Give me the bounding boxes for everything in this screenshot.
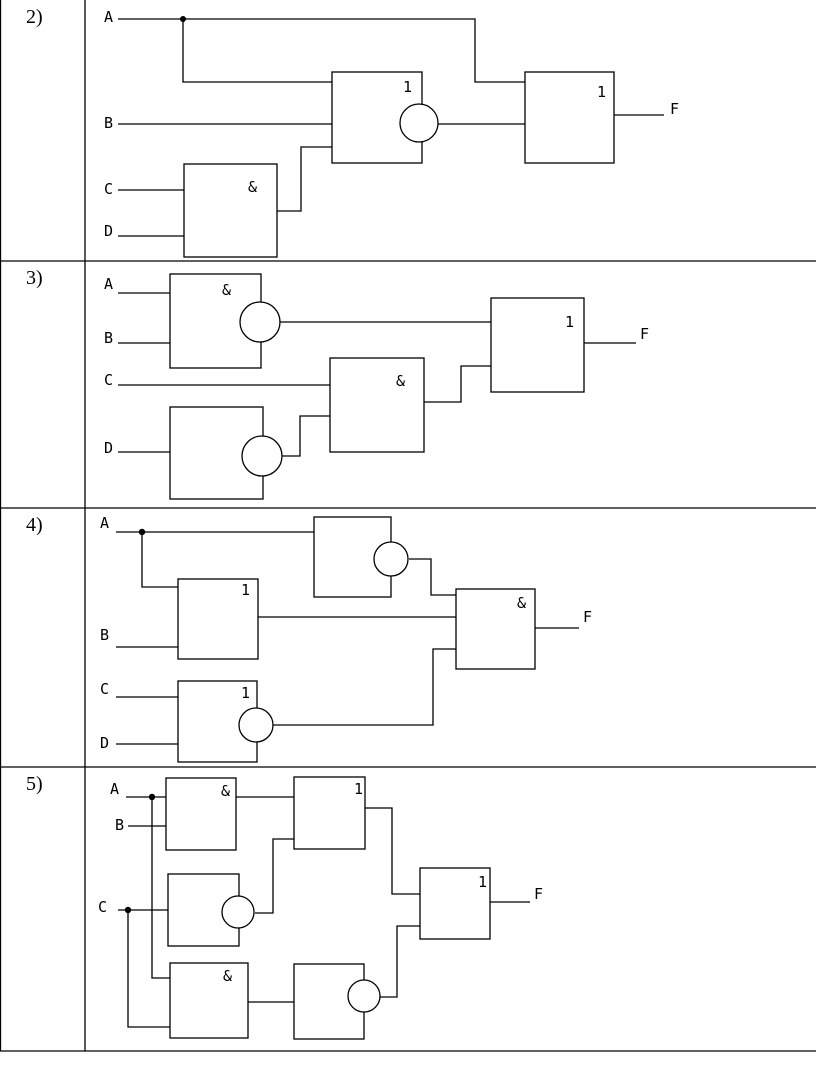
input-label-c: C	[98, 898, 107, 916]
diagram-row-3: 3) A B C D F & & 1	[0, 261, 816, 508]
input-label-a: A	[104, 275, 113, 293]
output-label-f: F	[534, 885, 543, 903]
junction-dot	[138, 528, 146, 536]
gate-label: &	[222, 281, 231, 299]
diagram-row-2: 2) A B C D F 1 & 1	[0, 0, 816, 261]
or-gate	[293, 776, 366, 850]
diagram-number: 3)	[26, 267, 43, 289]
input-label-d: D	[100, 734, 109, 752]
junction-dot	[180, 16, 186, 22]
diagram-number: 2)	[26, 6, 43, 28]
inverter-bubble	[241, 435, 283, 477]
gate-label: 1	[597, 83, 606, 101]
diagram-row-5: 5) A B C F & 1 & 1	[0, 767, 816, 1051]
input-label-b: B	[104, 114, 113, 132]
input-label-d: D	[104, 222, 113, 240]
input-label-a: A	[100, 514, 109, 532]
and-gate	[329, 357, 425, 453]
gate-label: &	[223, 967, 232, 985]
gate-label: 1	[565, 313, 574, 331]
input-label-a: A	[104, 8, 113, 26]
or-gate	[524, 71, 615, 164]
gate-label: 1	[403, 78, 412, 96]
input-label-b: B	[104, 329, 113, 347]
gate-label: &	[517, 594, 526, 612]
and-gate	[169, 962, 249, 1039]
input-label-c: C	[104, 180, 113, 198]
and-gate	[183, 163, 278, 258]
inverter-bubble	[399, 103, 439, 143]
or-gate	[177, 578, 259, 660]
inverter-bubble	[221, 895, 255, 929]
junction-dot	[124, 906, 132, 914]
inverter-bubble	[373, 541, 409, 577]
output-label-f: F	[640, 325, 649, 343]
and-gate	[165, 777, 237, 851]
and-gate	[455, 588, 536, 670]
output-label-f: F	[670, 100, 679, 118]
diagram-number: 5)	[26, 773, 43, 795]
gate-label: 1	[241, 684, 250, 702]
input-label-c: C	[100, 680, 109, 698]
diagram-number: 4)	[26, 514, 43, 536]
gate-label: 1	[478, 873, 487, 891]
gate-label: 1	[241, 581, 250, 599]
input-label-b: B	[115, 816, 124, 834]
inverter-bubble	[239, 301, 281, 343]
logic-circuit-5: A B C F & 1 & 1	[98, 776, 543, 1040]
gate-label: 1	[354, 780, 363, 798]
diagram-row-4: 4) A B C D F 1 1 &	[0, 508, 816, 767]
or-gate	[490, 297, 585, 393]
gate-label: &	[396, 372, 405, 390]
gate-label: &	[248, 178, 257, 196]
output-label-f: F	[583, 608, 592, 626]
gate-label: &	[221, 782, 230, 800]
logic-circuit-3: A B C D F & & 1	[104, 273, 649, 500]
junction-dot	[148, 793, 156, 801]
logic-circuit-4: A B C D F 1 1 &	[100, 514, 592, 763]
or-gate	[419, 867, 491, 940]
inverter-bubble	[347, 979, 381, 1013]
input-label-c: C	[104, 371, 113, 389]
input-label-b: B	[100, 626, 109, 644]
logic-circuit-2: A B C D F 1 & 1	[104, 8, 679, 258]
input-label-a: A	[110, 780, 119, 798]
input-label-d: D	[104, 439, 113, 457]
inverter-bubble	[238, 707, 274, 743]
